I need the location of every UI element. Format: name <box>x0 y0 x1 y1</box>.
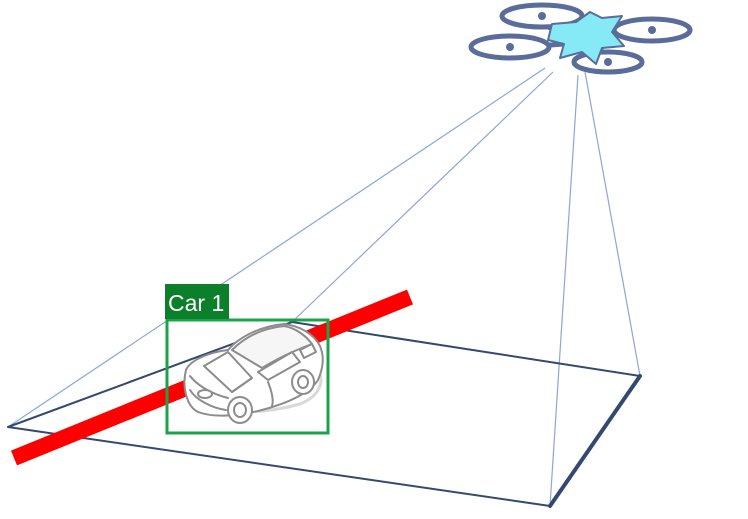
view-ray-back <box>291 71 554 323</box>
camera-view-rays <box>7 67 641 507</box>
detection-label-background <box>165 284 229 319</box>
view-ray-right <box>584 71 641 377</box>
detection-bounding-box <box>165 318 330 435</box>
detection-label: Car 1 <box>168 290 224 316</box>
ground-plane-front-edge <box>548 374 642 508</box>
view-ray-front <box>549 74 579 507</box>
drone-icon <box>468 2 693 75</box>
view-ray-left <box>7 67 546 428</box>
car-icon <box>183 323 324 424</box>
